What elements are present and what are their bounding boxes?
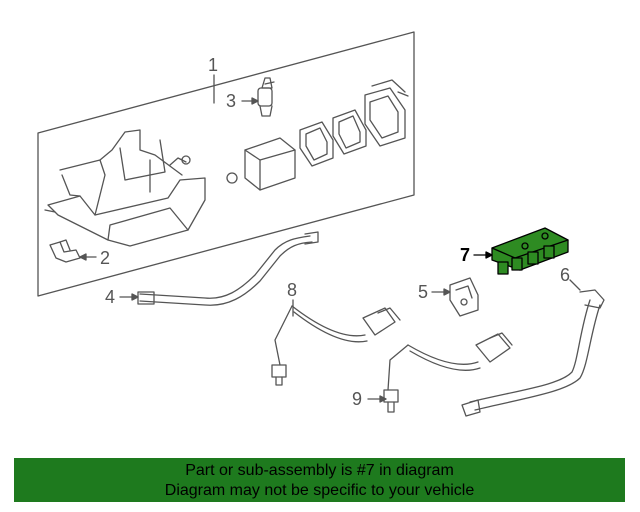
callout-7[interactable]: 7 [460, 245, 471, 265]
bracket-part-5 [449, 277, 479, 317]
valve-part-3 [257, 77, 275, 117]
banner-line-disclaimer: Diagram may not be specific to your vehi… [164, 482, 475, 499]
callout-1[interactable]: 1 [208, 55, 219, 75]
banner-line-part-reference: Part or sub-assembly is #7 in diagram [185, 462, 454, 479]
o2-sensor-part-8 [271, 305, 401, 386]
panel-plate [37, 31, 415, 297]
canister-bracket [44, 129, 206, 247]
gasket-b [332, 109, 367, 155]
clip-part-2 [49, 239, 81, 263]
fitment-notice-banner: Part or sub-assembly is #7 in diagram Di… [14, 458, 625, 502]
gasket-a [299, 121, 334, 167]
callout-6[interactable]: 6 [560, 265, 571, 285]
callout-3[interactable]: 3 [226, 91, 237, 111]
sensor-part-7-highlighted [491, 227, 569, 275]
leader-6 [569, 279, 581, 291]
callout-8[interactable]: 8 [287, 280, 298, 300]
filter-assembly [364, 79, 409, 147]
parts-diagram [37, 31, 605, 417]
callout-2[interactable]: 2 [100, 248, 111, 268]
o2-sensor-part-9 [383, 332, 513, 413]
callout-4[interactable]: 4 [105, 287, 116, 307]
callout-5[interactable]: 5 [418, 282, 429, 302]
callout-9[interactable]: 9 [352, 389, 363, 409]
pipe-part-6 [461, 289, 605, 417]
hose-part-4 [137, 231, 319, 306]
module-housing [226, 137, 296, 191]
